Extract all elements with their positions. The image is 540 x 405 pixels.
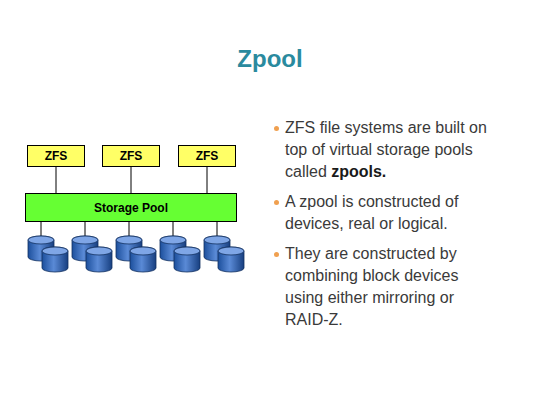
disk-symbol — [130, 247, 156, 272]
bullet-text: A zpool is constructed of devices, real … — [285, 193, 458, 232]
bold-term: zpools. — [331, 163, 386, 180]
disk-wire — [173, 221, 174, 238]
bullet-item: A zpool is constructed of devices, real … — [285, 191, 497, 235]
disk-wire — [41, 221, 42, 238]
disk-wire — [129, 221, 130, 238]
bullet-dot — [274, 126, 279, 131]
node-text: ZFS — [45, 149, 68, 163]
disk-symbol — [174, 247, 200, 272]
node-text: ZFS — [120, 149, 143, 163]
filesystem-box: ZFS — [102, 145, 160, 167]
connector-line — [131, 167, 132, 193]
disk-symbol — [218, 247, 244, 272]
bullet-dot — [274, 200, 279, 205]
disk-wire — [85, 221, 86, 238]
disk-wire — [217, 221, 218, 238]
bullet-item: They are constructed by combining block … — [285, 243, 497, 331]
slide-title: Zpool — [0, 44, 540, 74]
bullet-text: They are constructed by combining block … — [285, 245, 458, 328]
bullet-list: ZFS file systems are built on top of vir… — [285, 117, 497, 339]
disk-wires — [41, 221, 217, 238]
disk-symbol — [86, 247, 112, 272]
bullet-item: ZFS file systems are built on top of vir… — [285, 117, 497, 183]
disk-symbol — [42, 247, 68, 272]
connector-line — [56, 167, 57, 193]
node-text: ZFS — [196, 149, 219, 163]
storage-pool-band: Storage Pool — [25, 193, 237, 222]
node-text: Storage Pool — [94, 201, 168, 215]
bullet-dot — [274, 252, 279, 257]
connector-line — [207, 167, 208, 193]
filesystem-box: ZFS — [178, 145, 236, 167]
filesystem-box: ZFS — [27, 145, 85, 167]
